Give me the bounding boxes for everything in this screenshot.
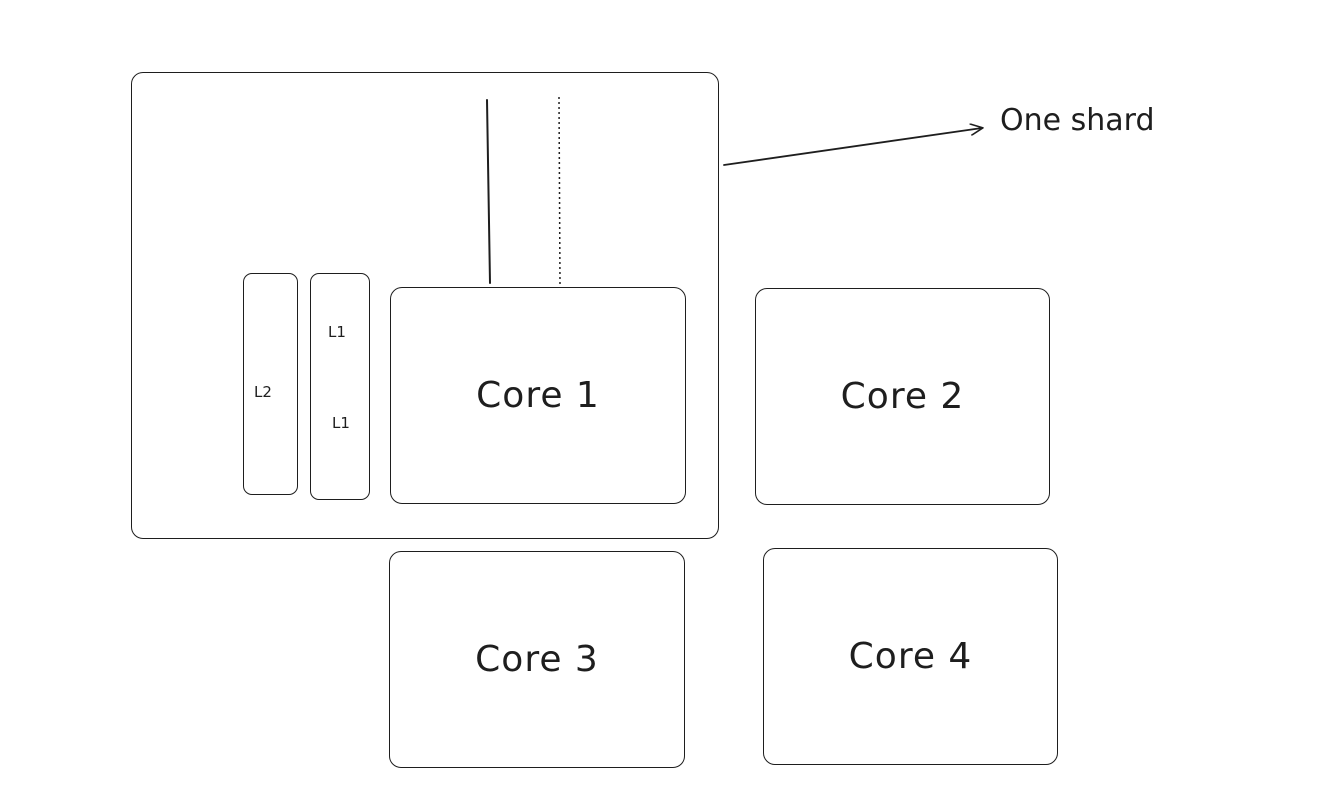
core-1-box: Core 1 [390,287,686,504]
core-2-label: Core 2 [840,376,965,417]
core-4-box: Core 4 [763,548,1058,765]
core-1-label: Core 1 [476,375,600,416]
shard-container [131,72,719,539]
core-4-label: Core 4 [848,636,973,677]
l1-cache-label-bottom: L1 [332,414,350,432]
l1-cache-label-top: L1 [328,323,346,341]
core-3-label: Core 3 [475,639,599,680]
l2-cache-block [243,273,298,495]
core-2-box: Core 2 [755,288,1050,505]
l2-cache-label: L2 [254,383,272,401]
shard-callout-label: One shard [1000,103,1155,138]
core-3-box: Core 3 [389,551,685,768]
l1-cache-block [310,273,370,500]
shard-callout-arrow [723,128,982,166]
